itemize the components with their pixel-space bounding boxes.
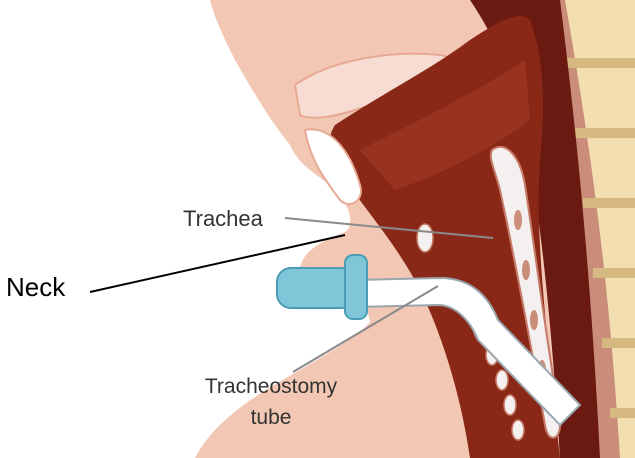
tracheostomy-label-line1: Tracheostomy	[205, 375, 338, 398]
neck-label: Neck	[6, 272, 66, 302]
tracheostomy-label-line2: tube	[251, 406, 292, 429]
trachea-label: Trachea	[183, 206, 264, 231]
